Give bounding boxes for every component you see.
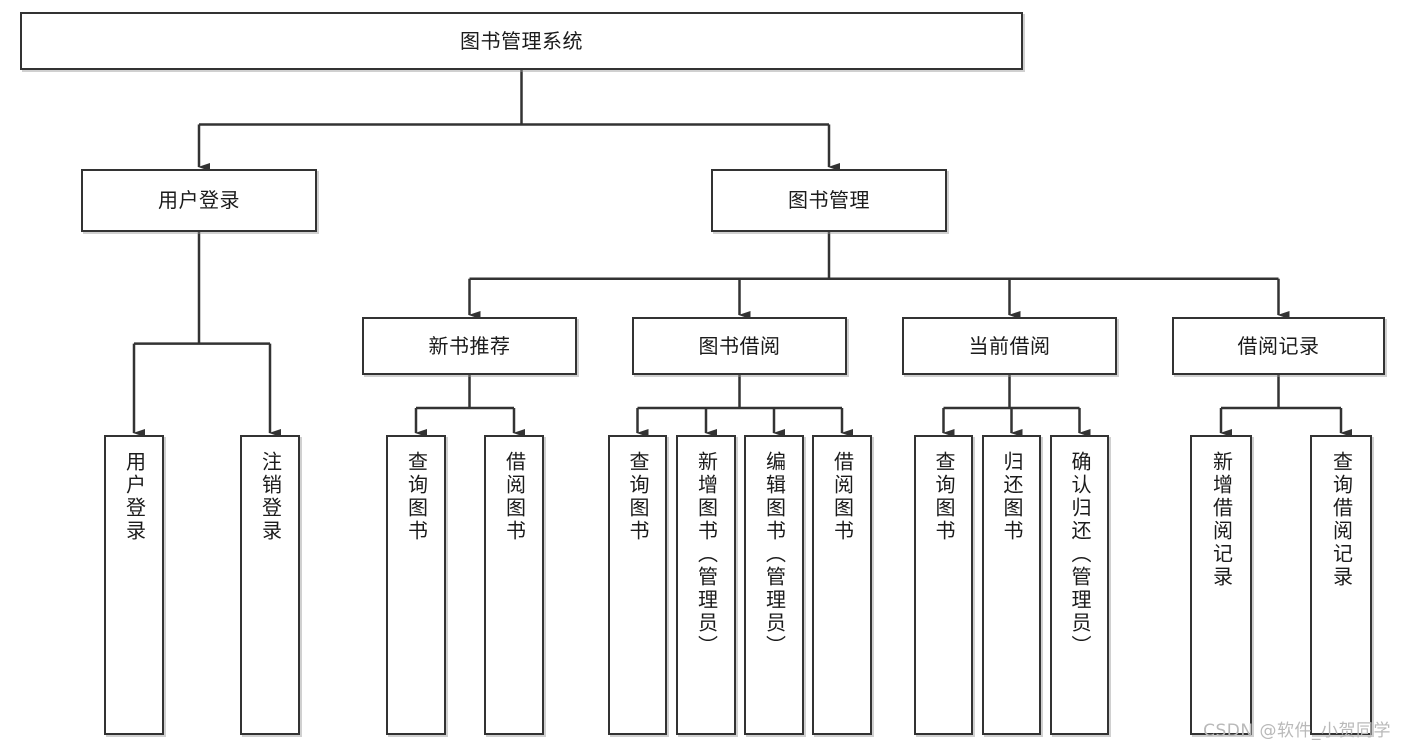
watermark-label: CSDN @软件_小贺同学 [1203, 721, 1391, 741]
node-login[interactable]: 用户登录 [81, 169, 317, 232]
node-current[interactable]: 当前借阅 [902, 317, 1117, 375]
node-leaf-bk-borrow[interactable]: 借阅图书 [812, 435, 872, 735]
node-label-login: 用户登录 [158, 188, 240, 212]
node-label-current: 当前借阅 [968, 333, 1051, 358]
node-records[interactable]: 借阅记录 [1172, 317, 1385, 375]
node-leaf-user-logout[interactable]: 注销登录 [240, 435, 300, 735]
node-leaf-rc-query[interactable]: 查询借阅记录 [1310, 435, 1372, 735]
node-root[interactable]: 图书管理系统 [20, 12, 1023, 70]
node-label-leaf-user-login: 用户登录 [122, 451, 147, 543]
node-borrow[interactable]: 图书借阅 [632, 317, 847, 375]
node-label-leaf-bk-add: 新增图书（管理员） [694, 451, 719, 658]
node-label-leaf-nb-query: 查询图书 [404, 451, 429, 543]
node-label-bookmgmt: 图书管理 [788, 188, 870, 212]
node-label-leaf-cb-query: 查询图书 [932, 451, 956, 543]
node-label-leaf-bk-edit: 编辑图书（管理员） [762, 451, 787, 658]
node-label-leaf-cb-confirm: 确认归还（管理员） [1068, 451, 1092, 658]
node-label-leaf-rc-query: 查询借阅记录 [1329, 451, 1354, 589]
edge-layer [132, 70, 1352, 437]
node-label-leaf-bk-borrow: 借阅图书 [830, 451, 855, 543]
node-label-leaf-user-logout: 注销登录 [258, 451, 283, 543]
node-leaf-bk-query[interactable]: 查询图书 [608, 435, 667, 735]
node-leaf-cb-confirm[interactable]: 确认归还（管理员） [1050, 435, 1109, 735]
node-label-borrow: 图书借阅 [698, 333, 781, 358]
node-leaf-bk-edit[interactable]: 编辑图书（管理员） [744, 435, 804, 735]
node-leaf-rc-add[interactable]: 新增借阅记录 [1190, 435, 1252, 735]
node-leaf-nb-borrow[interactable]: 借阅图书 [484, 435, 544, 735]
node-leaf-nb-query[interactable]: 查询图书 [386, 435, 446, 735]
node-label-leaf-cb-return: 归还图书 [1000, 451, 1024, 543]
node-leaf-user-login[interactable]: 用户登录 [104, 435, 164, 735]
node-leaf-cb-query[interactable]: 查询图书 [914, 435, 973, 735]
node-leaf-cb-return[interactable]: 归还图书 [982, 435, 1041, 735]
node-label-newbook: 新书推荐 [428, 333, 511, 358]
node-leaf-bk-add[interactable]: 新增图书（管理员） [676, 435, 736, 735]
node-bookmgmt[interactable]: 图书管理 [711, 169, 947, 232]
node-label-leaf-rc-add: 新增借阅记录 [1209, 451, 1234, 589]
node-label-leaf-bk-query: 查询图书 [626, 451, 650, 543]
node-label-records: 借阅记录 [1237, 333, 1320, 358]
node-label-leaf-nb-borrow: 借阅图书 [502, 451, 527, 543]
node-newbook[interactable]: 新书推荐 [362, 317, 577, 375]
node-label-root: 图书管理系统 [460, 28, 583, 53]
